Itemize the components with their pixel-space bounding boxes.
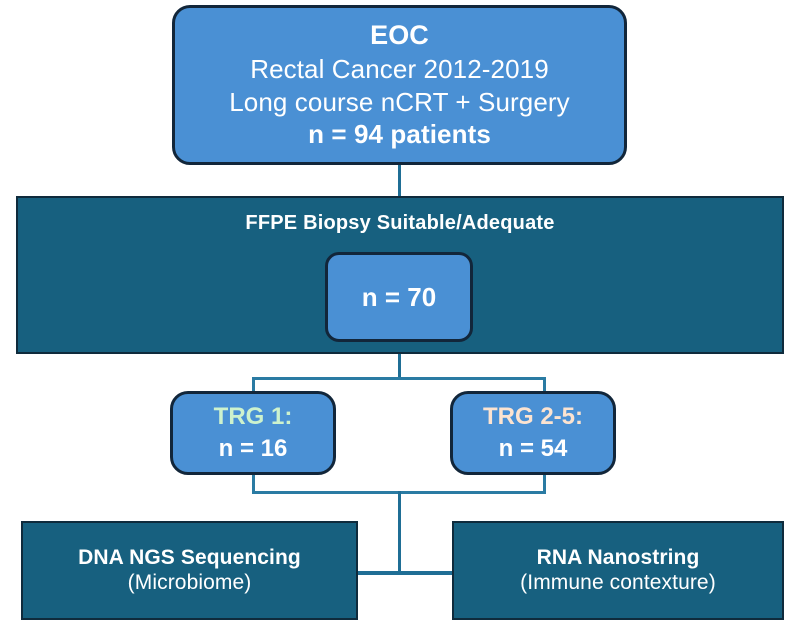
eoc-line-2: Rectal Cancer 2012-2019 (250, 53, 549, 84)
node-trg25[interactable]: TRG 2-5: n = 54 (450, 391, 616, 475)
eoc-line-3: Long course nCRT + Surgery (229, 86, 570, 117)
dna-subtitle: (Microbiome) (127, 570, 252, 594)
node-rna-nanostring[interactable]: RNA Nanostring (Immune contexture) (452, 521, 784, 620)
connector-split-right-down (543, 377, 546, 393)
connector-split-bus-top (252, 377, 546, 380)
ffpe-title: FFPE Biopsy Suitable/Adequate (245, 212, 555, 234)
connector-merge-to-assays (398, 491, 401, 573)
node-trg1[interactable]: TRG 1: n = 16 (170, 391, 336, 475)
node-eoc-cohort[interactable]: EOC Rectal Cancer 2012-2019 Long course … (172, 5, 627, 165)
connector-split-left-down (252, 377, 255, 393)
connector-ffpe-to-split (398, 354, 401, 379)
node-dna-ngs[interactable]: DNA NGS Sequencing (Microbiome) (21, 521, 358, 620)
connector-trg25-down (543, 470, 546, 494)
rna-subtitle: (Immune contexture) (520, 570, 716, 594)
connector-assay-link (355, 571, 455, 575)
connector-cohort-to-ffpe (398, 164, 401, 198)
dna-title: DNA NGS Sequencing (78, 545, 301, 569)
ffpe-count-label: n = 70 (361, 281, 437, 312)
trg25-count: n = 54 (498, 435, 568, 462)
node-ffpe-count[interactable]: n = 70 (325, 252, 473, 342)
trg25-label: TRG 2-5: (482, 402, 583, 430)
eoc-line-4: n = 94 patients (308, 119, 491, 150)
trg1-count: n = 16 (218, 435, 288, 462)
rna-title: RNA Nanostring (536, 545, 700, 569)
eoc-line-1: EOC (370, 20, 429, 51)
trg1-label: TRG 1: (213, 402, 293, 430)
connector-trg1-down (252, 470, 255, 494)
